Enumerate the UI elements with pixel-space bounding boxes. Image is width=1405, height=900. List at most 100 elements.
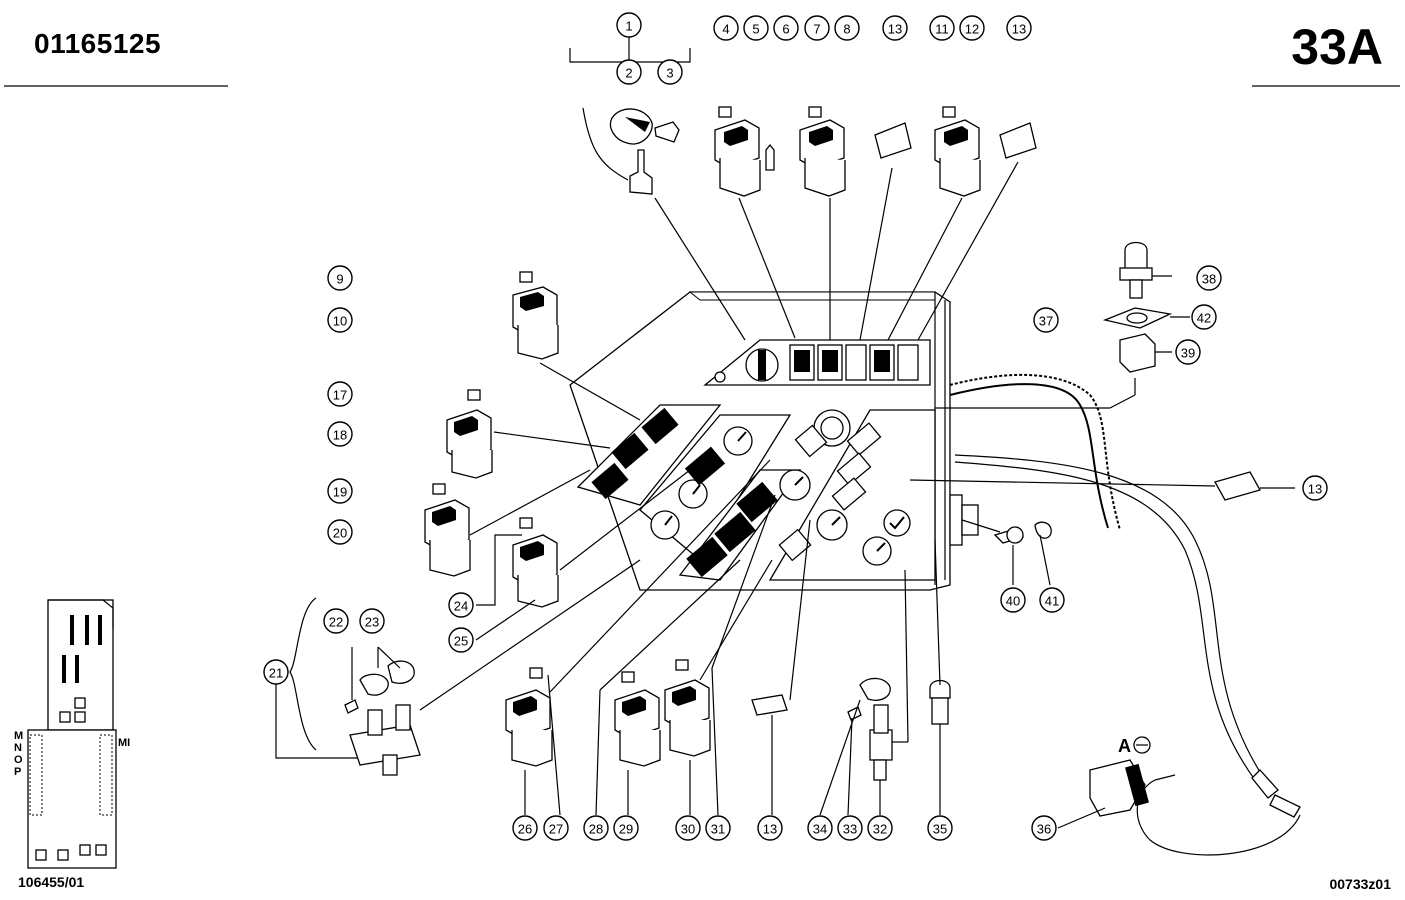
callout-19: 19 (327, 478, 353, 504)
callout-27: 27 (543, 815, 569, 841)
callout-label: 10 (333, 314, 347, 329)
callout-label: 28 (589, 822, 603, 837)
callout-label: 36 (1037, 822, 1051, 837)
left-switch-group (424, 271, 691, 641)
inset-reference: 106455/01 (18, 874, 85, 890)
callout-23: 23 (359, 608, 385, 634)
callout-13: 13 (882, 15, 908, 41)
cable-harness (949, 373, 1301, 856)
callout-41: 41 (1039, 587, 1065, 613)
callout-label: 13 (763, 822, 777, 837)
callout-25: 25 (448, 627, 474, 653)
callout-label: 13 (1012, 22, 1026, 37)
callout-20: 20 (327, 519, 353, 545)
rotary-switch-kit-21 (275, 559, 641, 776)
callout-label: 31 (711, 822, 725, 837)
callout-label: 27 (549, 822, 563, 837)
callout-10: 10 (327, 307, 353, 333)
callout-label: 33 (843, 822, 857, 837)
callout-label: 8 (843, 22, 850, 37)
callout-label: 39 (1181, 346, 1195, 361)
drawing-reference: 00733z01 (1329, 876, 1391, 892)
callout-24: 24 (448, 592, 474, 618)
callout-34: 34 (807, 815, 833, 841)
part-number: 01165125 (34, 28, 162, 59)
callout-11: 11 (929, 15, 955, 41)
callout-label: 32 (873, 822, 887, 837)
rocker-switch-group (714, 106, 1037, 341)
callout-label: 9 (336, 272, 343, 287)
callout-label: 21 (269, 666, 283, 681)
page-reference: 33A (1291, 19, 1383, 75)
callout-13: 13 (1302, 475, 1328, 501)
callout-label: 6 (782, 22, 789, 37)
callout-12: 12 (959, 15, 985, 41)
callout-32: 32 (867, 815, 893, 841)
callout-13: 13 (757, 815, 783, 841)
callout-label: 41 (1045, 594, 1059, 609)
callout-label: 12 (965, 22, 979, 37)
callout-label: 1 (625, 19, 632, 34)
callout-33: 33 (837, 815, 863, 841)
callout-42: 42 (1191, 304, 1217, 330)
callout-label: 29 (619, 822, 633, 837)
inset-letter: N (14, 742, 22, 754)
callout-40: 40 (1000, 587, 1026, 613)
callout-22: 22 (323, 608, 349, 634)
inset-letter: M (14, 730, 24, 742)
callout-30: 30 (675, 815, 701, 841)
callout-label: 38 (1202, 272, 1216, 287)
callout-label: 13 (1308, 482, 1322, 497)
right-parts-group: A (909, 241, 1295, 829)
callout-label: 26 (518, 822, 532, 837)
callout-2: 2 (616, 59, 642, 85)
callout-label: 4 (722, 22, 729, 37)
callout-39: 39 (1175, 339, 1201, 365)
callout-label: 24 (454, 599, 468, 614)
callout-label: 40 (1006, 594, 1020, 609)
callout-label: 42 (1197, 311, 1211, 326)
callout-37: 37 (1033, 307, 1059, 333)
callout-label: 30 (681, 822, 695, 837)
reference-marker: A (1118, 736, 1131, 756)
callout-label: 22 (329, 615, 343, 630)
callout-label: 11 (935, 22, 949, 37)
callout-28: 28 (583, 815, 609, 841)
callout-label: 2 (625, 66, 632, 81)
callout-label: 18 (333, 428, 347, 443)
callout-7: 7 (804, 15, 830, 41)
callout-label: 35 (933, 822, 947, 837)
inset-letter: O (14, 754, 23, 766)
callout-9: 9 (327, 265, 353, 291)
callout-29: 29 (613, 815, 639, 841)
inset-row-letters: M N O P (14, 730, 26, 778)
callout-label: 7 (813, 22, 820, 37)
callout-3: 3 (657, 59, 683, 85)
callout-label: 3 (666, 66, 673, 81)
callout-label: 37 (1039, 314, 1053, 329)
callout-5: 5 (743, 15, 769, 41)
callout-1: 1 (616, 12, 642, 38)
control-console (569, 291, 979, 591)
callout-38: 38 (1196, 265, 1222, 291)
callout-label: 25 (454, 634, 468, 649)
callout-17: 17 (327, 381, 353, 407)
callout-36: 36 (1031, 815, 1057, 841)
callout-label: 13 (888, 22, 902, 37)
callout-6: 6 (773, 15, 799, 41)
inset-letter: P (14, 766, 22, 778)
callout-label: 17 (333, 388, 347, 403)
bottom-switch-group (505, 459, 951, 816)
inset-label: MI (118, 737, 131, 749)
callout-13: 13 (1006, 15, 1032, 41)
callout-label: 20 (333, 526, 347, 541)
inset-schematic (27, 599, 117, 869)
callout-31: 31 (705, 815, 731, 841)
callout-21: 21 (263, 659, 289, 685)
callout-label: 19 (333, 485, 347, 500)
callout-label: 5 (752, 22, 759, 37)
callout-4: 4 (713, 15, 739, 41)
